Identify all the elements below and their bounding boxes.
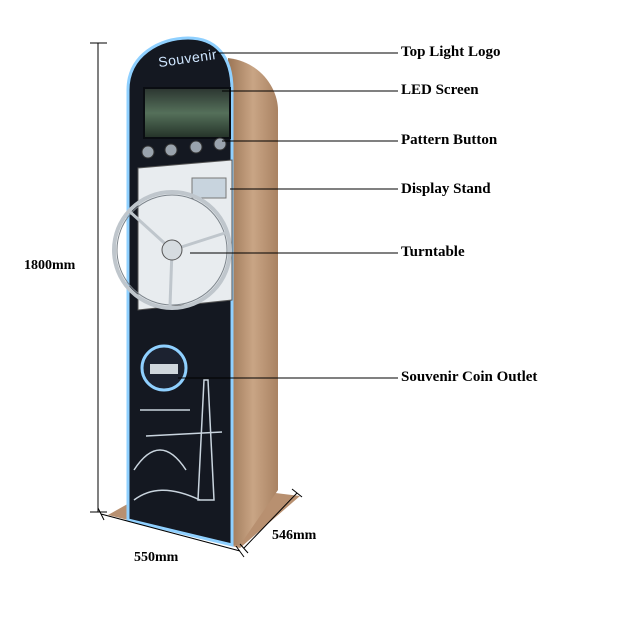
label-led-screen: LED Screen <box>401 82 479 98</box>
pattern-button <box>189 140 203 154</box>
turntable-hub <box>161 239 183 261</box>
dimension-width: 550mm <box>134 550 179 565</box>
bridge-illustration <box>133 449 201 501</box>
pattern-button <box>164 143 178 157</box>
callout-lines <box>178 52 398 379</box>
pattern-button <box>141 145 155 159</box>
dimension-lines <box>90 42 303 558</box>
panel-stripe <box>145 431 223 437</box>
led-screen <box>143 87 231 139</box>
display-stand-box <box>191 177 227 199</box>
pattern-button <box>213 137 227 151</box>
label-display-stand: Display Stand <box>401 181 491 197</box>
dimension-depth: 546mm <box>272 528 317 543</box>
turntable-wheel <box>112 190 232 310</box>
label-pattern-button: Pattern Button <box>401 132 498 148</box>
cabinet-side <box>228 58 278 545</box>
tower-illustration <box>197 379 215 501</box>
label-top-light-logo: Top Light Logo <box>401 44 501 60</box>
turntable-wheel-inner <box>116 194 228 306</box>
dimension-height: 1800mm <box>24 258 76 273</box>
label-turntable: Turntable <box>401 244 465 260</box>
label-souvenir-coin-outlet: Souvenir Coin Outlet <box>401 369 538 385</box>
coin-outlet-slot <box>150 364 178 374</box>
